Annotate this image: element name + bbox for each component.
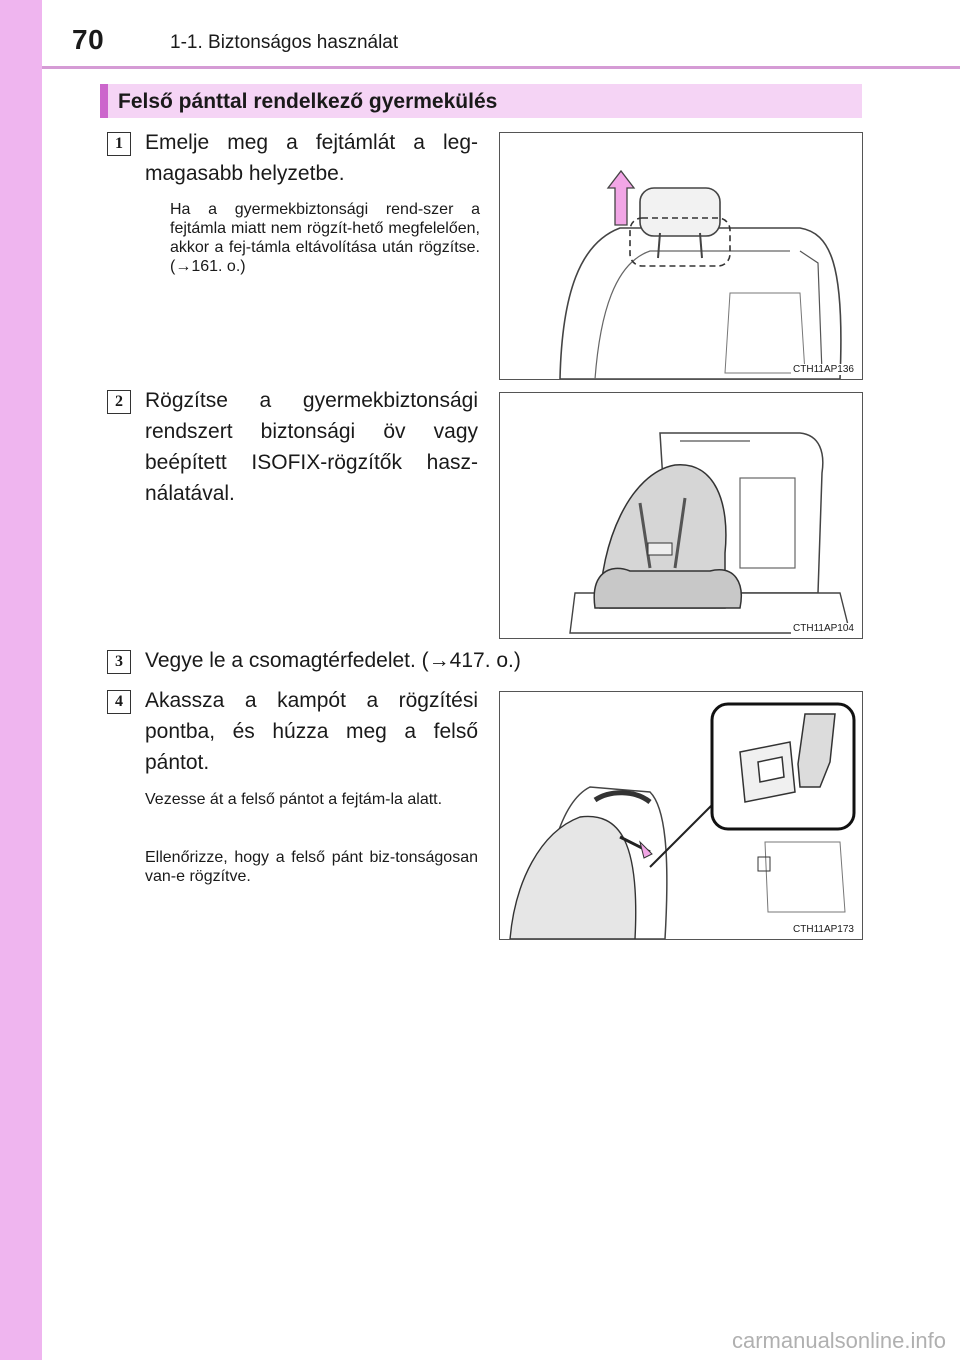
page-number: 70 <box>72 24 105 55</box>
section-heading-bar: Felső pánttal rendelkező gyermekülés <box>100 84 862 118</box>
figure-top-tether-hook: CTH11AP173 <box>499 691 863 940</box>
step-4-note-1: Vezesse át a felső pántot a fejtám-la al… <box>145 791 443 808</box>
step-2-number: 2 <box>107 390 131 414</box>
step-3-text: Vegye le a csomagtérfedelet. (→417. o.) <box>145 649 521 672</box>
headrest-illustration <box>559 169 842 379</box>
step-3-number: 3 <box>107 650 131 674</box>
header-rule <box>42 66 960 69</box>
step-1-note: Ha a gyermekbiztonsági rend-szer a fejtá… <box>170 201 480 275</box>
running-title: 1-1. Biztonságos használat <box>170 32 399 53</box>
section-accent <box>100 84 108 118</box>
figure-code-1: CTH11AP136 <box>791 364 856 375</box>
figure-child-seat-installed: CTH11AP104 <box>499 392 863 639</box>
side-color-band <box>0 0 42 1360</box>
step-4-text: Akassza a kampót a rögzítési pontba, és … <box>145 689 478 774</box>
figure-code-2: CTH11AP104 <box>791 623 856 634</box>
figure-headrest-raise: CTH11AP136 <box>499 132 863 380</box>
step-2-text: Rögzítse a gyermekbiztonsági rendszert b… <box>145 389 478 505</box>
child-seat-illustration <box>569 432 851 634</box>
step-4-number: 4 <box>107 690 131 714</box>
tether-hook-illustration <box>509 702 856 939</box>
section-title: Felső pánttal rendelkező gyermekülés <box>118 90 498 113</box>
step-1-number: 1 <box>107 132 131 156</box>
figure-code-4: CTH11AP173 <box>791 924 856 935</box>
watermark-text: carmanualsonline.info <box>731 1328 946 1353</box>
step-1-text: Emelje meg a fejtámlát a leg-magasabb he… <box>145 131 478 185</box>
step-4-note-2: Ellenőrizze, hogy a felső pánt biz-tonsá… <box>145 849 478 885</box>
